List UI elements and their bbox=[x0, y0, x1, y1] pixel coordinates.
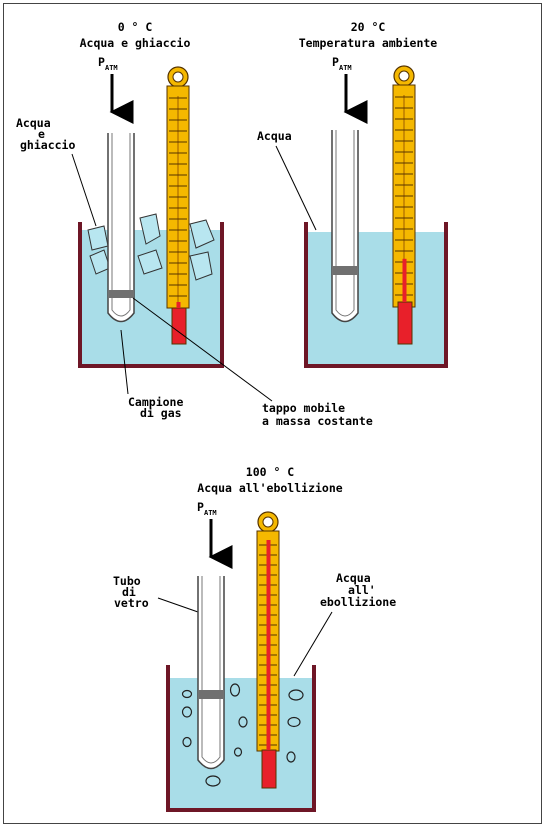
boiling-pressure-label: P ATM bbox=[197, 500, 217, 517]
piston-label-1: tappo mobile bbox=[262, 401, 345, 415]
cold-glass-tube bbox=[107, 133, 135, 323]
cold-piston bbox=[109, 290, 133, 298]
room-temperature-label: 20 °C bbox=[351, 20, 386, 34]
svg-text:ATM: ATM bbox=[105, 64, 118, 72]
room-piston bbox=[333, 266, 357, 275]
cold-temperature-label: 0 ° C bbox=[118, 20, 153, 34]
gas-sample-label-1: Campione bbox=[128, 395, 183, 409]
cold-bath-label-3: ghiaccio bbox=[20, 138, 75, 152]
tube-leader bbox=[157, 597, 199, 613]
room-container bbox=[304, 222, 448, 368]
room-bath-label: Acqua bbox=[257, 129, 292, 143]
gas-sample-label-2: di gas bbox=[140, 406, 182, 420]
panel-boiling: 100 ° C Acqua all'ebollizione P ATM Tubo… bbox=[113, 465, 396, 812]
boiling-bath-leader bbox=[293, 611, 333, 677]
room-mercury-column bbox=[402, 258, 407, 302]
boiling-piston bbox=[199, 690, 223, 699]
boiling-temperature-label: 100 ° C bbox=[246, 465, 295, 479]
piston-label-2: a massa costante bbox=[262, 414, 373, 428]
cold-bath-label-1: Acqua bbox=[16, 116, 51, 130]
svg-text:ATM: ATM bbox=[204, 509, 217, 517]
boiling-bath-label-1: Acqua bbox=[336, 571, 371, 585]
cold-bath-label-2: e bbox=[38, 127, 45, 141]
svg-text:P: P bbox=[332, 55, 339, 69]
boiling-bath-label-2: all' bbox=[348, 583, 376, 597]
room-tube-inner bbox=[335, 130, 355, 317]
boiling-container bbox=[166, 665, 316, 812]
boiling-thermometer bbox=[256, 511, 280, 789]
tube-label-2: di bbox=[122, 585, 136, 599]
svg-text:P: P bbox=[98, 55, 105, 69]
ice-cubes bbox=[87, 213, 215, 281]
tube-label-1: Tubo bbox=[113, 574, 141, 588]
boiling-water bbox=[168, 678, 314, 810]
boiling-tube-inner bbox=[201, 576, 221, 764]
boiling-condition-label: Acqua all'ebollizione bbox=[197, 481, 342, 495]
room-bath-leader bbox=[275, 145, 317, 231]
piston-leader bbox=[132, 297, 273, 402]
tube-label-3: vetro bbox=[114, 596, 149, 610]
boiling-glass-tube bbox=[197, 576, 225, 770]
room-water bbox=[306, 232, 446, 366]
figure-border bbox=[3, 3, 542, 824]
panel-room: 20 °C Temperatura ambiente P ATM Acqua bbox=[257, 20, 448, 368]
svg-text:ATM: ATM bbox=[339, 64, 352, 72]
cold-water bbox=[80, 230, 222, 366]
cold-mercury-column bbox=[176, 302, 181, 308]
room-pressure-label: P ATM bbox=[332, 55, 352, 72]
cold-thermometer bbox=[166, 66, 190, 345]
room-condition-label: Temperatura ambiente bbox=[299, 36, 438, 50]
cold-pressure-label: P ATM bbox=[98, 55, 118, 72]
panel-cold: 0 ° C Acqua e ghiaccio P ATM Acqua e ghi… bbox=[16, 20, 373, 428]
gas-sample-leader bbox=[120, 329, 129, 395]
boiling-mercury-column bbox=[266, 540, 271, 750]
cold-condition-label: Acqua e ghiaccio bbox=[80, 36, 191, 50]
cold-container bbox=[78, 222, 224, 368]
cold-bath-leader bbox=[71, 153, 97, 227]
boiling-bubbles bbox=[181, 683, 304, 787]
cold-tube-inner bbox=[111, 133, 131, 317]
svg-text:P: P bbox=[197, 500, 204, 514]
boiling-bath-label-3: ebollizione bbox=[320, 595, 396, 609]
room-thermometer bbox=[392, 65, 416, 345]
